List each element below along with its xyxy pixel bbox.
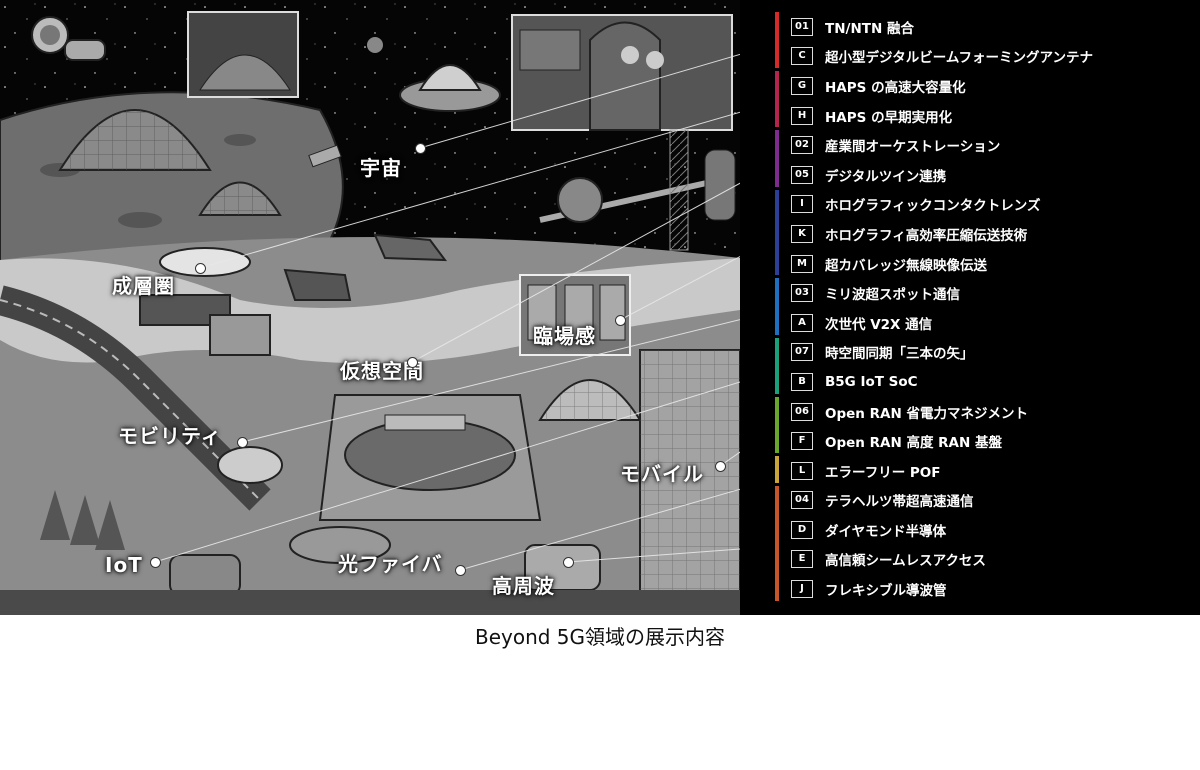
area-marker-stratosphere [195, 263, 206, 274]
area-marker-high-frequency [563, 557, 574, 568]
legend-item-label: ホログラフィックコンタクトレンズ [825, 198, 1041, 215]
area-marker-mobility [237, 437, 248, 448]
area-label-mobile: モバイル [620, 462, 704, 486]
legend-item: F Open RAN 高度 RAN 基盤 [791, 426, 1195, 456]
legend-color-bar [775, 130, 779, 187]
legend-item-label: Open RAN 省電力マネジメント [825, 405, 1028, 422]
legend-item: 04 テラヘルツ帯超高速通信 [791, 486, 1195, 516]
legend-color-bar [775, 337, 779, 394]
legend-item-label: B5G IoT SoC [825, 373, 918, 390]
legend-item-code: E [791, 550, 813, 569]
legend-group: 04 テラヘルツ帯超高速通信 D ダイヤモンド半導体 E 高信頼シームレスアクセス J フレキ… [775, 485, 1195, 604]
area-label-space: 宇宙 [360, 156, 402, 180]
legend-group: L エラーフリー POF [775, 455, 1195, 486]
legend-color-bar [775, 278, 779, 335]
legend-item-code: 03 [791, 284, 813, 303]
legend-item-label: HAPS の高速大容量化 [825, 79, 966, 96]
legend-item-code: A [791, 313, 813, 332]
legend-item: K ホログラフィ高効率圧縮伝送技術 [791, 219, 1195, 249]
legend-item-label: 高信頼シームレスアクセス [825, 553, 986, 570]
legend-item-label: 産業間オーケストレーション [825, 139, 1001, 156]
legend-group: I ホログラフィックコンタクトレンズ K ホログラフィ高効率圧縮伝送技術 M 超カバレッジ… [775, 189, 1195, 279]
area-label-iot: IoT [105, 553, 143, 577]
legend-item: A 次世代 V2X 通信 [791, 308, 1195, 338]
legend-item: C 超小型デジタルビームフォーミングアンテナ [791, 42, 1195, 72]
legend-item-label: ダイヤモンド半導体 [825, 523, 947, 540]
legend-item-label: HAPS の早期実用化 [825, 109, 953, 126]
legend-group: 03 ミリ波超スポット通信 A 次世代 V2X 通信 [775, 278, 1195, 337]
area-marker-immersion [615, 315, 626, 326]
legend-item-label: デジタルツイン連携 [825, 168, 947, 185]
area-label-immersion: 臨場感 [533, 324, 596, 348]
area-label-mobility: モビリティ [118, 424, 222, 448]
technology-legend: 01 TN/NTN 融合 C 超小型デジタルビームフォーミングアンテナ G HAPS の高… [775, 12, 1195, 604]
area-marker-optical-fiber [455, 565, 466, 576]
legend-item-code: G [791, 76, 813, 95]
legend-group: 02 産業間オーケストレーション 05 デジタルツイン連携 [775, 130, 1195, 189]
legend-group: G HAPS の高速大容量化 H HAPS の早期実用化 [775, 71, 1195, 130]
legend-item-label: TN/NTN 融合 [825, 20, 914, 37]
legend-item-code: 02 [791, 136, 813, 155]
legend-item-code: F [791, 432, 813, 451]
legend-item-label: 時空間同期「三本の矢」 [825, 346, 974, 363]
legend-item-code: 05 [791, 165, 813, 184]
legend-color-bar [775, 396, 779, 453]
legend-item: 03 ミリ波超スポット通信 [791, 278, 1195, 308]
legend-item: 07 時空間同期「三本の矢」 [791, 338, 1195, 368]
legend-group: 06 Open RAN 省電力マネジメント F Open RAN 高度 RAN 基盤 [775, 396, 1195, 456]
area-label-stratosphere: 成層圏 [112, 274, 175, 298]
legend-group: 01 TN/NTN 融合 C 超小型デジタルビームフォーミングアンテナ [775, 12, 1195, 71]
area-marker-space [415, 143, 426, 154]
legend-item-code: 04 [791, 491, 813, 510]
city-illustration [0, 0, 740, 615]
legend-item-code: 07 [791, 343, 813, 362]
legend-item-label: 超小型デジタルビームフォーミングアンテナ [825, 50, 1093, 67]
legend-item-label: ミリ波超スポット通信 [825, 287, 960, 304]
figure-caption: Beyond 5G領域の展示内容 [474, 625, 726, 649]
legend-item-label: テラヘルツ帯超高速通信 [825, 494, 974, 511]
legend-item-label: フレキシブル導波管 [825, 583, 947, 600]
legend-item-label: 次世代 V2X 通信 [825, 316, 933, 333]
illustration-panel: 宇宙 成層圏 臨場感 仮想空間 モビリティ モバイル IoT 光ファイバ 高周波… [0, 0, 1200, 615]
legend-group: 07 時空間同期「三本の矢」 B B5G IoT SoC [775, 337, 1195, 397]
area-marker-iot [150, 557, 161, 568]
legend-color-bar [775, 189, 779, 276]
legend-item-code: M [791, 254, 813, 273]
legend-color-bar [775, 12, 779, 69]
legend-item-label: Open RAN 高度 RAN 基盤 [825, 435, 1002, 452]
legend-item: H HAPS の早期実用化 [791, 101, 1195, 131]
legend-item: D ダイヤモンド半導体 [791, 515, 1195, 545]
legend-item-code: D [791, 520, 813, 539]
legend-item: M 超カバレッジ無線映像伝送 [791, 249, 1195, 279]
legend-item-code: 01 [791, 17, 813, 36]
legend-color-bar [775, 485, 779, 601]
legend-item: I ホログラフィックコンタクトレンズ [791, 190, 1195, 220]
legend-item: L エラーフリー POF [791, 456, 1195, 486]
legend-color-bar [775, 455, 779, 483]
area-marker-mobile [715, 461, 726, 472]
legend-item-code: I [791, 195, 813, 214]
legend-item-code: J [791, 580, 813, 599]
area-marker-virtual-space [407, 357, 418, 368]
area-label-high-frequency: 高周波 [492, 574, 555, 598]
legend-item-code: K [791, 224, 813, 243]
legend-item: E 高信頼シームレスアクセス [791, 545, 1195, 575]
legend-item-label: エラーフリー POF [825, 464, 941, 481]
legend-item: 06 Open RAN 省電力マネジメント [791, 397, 1195, 427]
legend-item-code: L [791, 461, 813, 480]
legend-item-label: ホログラフィ高効率圧縮伝送技術 [825, 227, 1028, 244]
legend-item: 05 デジタルツイン連携 [791, 160, 1195, 190]
legend-item: 02 産業間オーケストレーション [791, 130, 1195, 160]
legend-item-code: H [791, 106, 813, 125]
legend-item-code: 06 [791, 402, 813, 421]
area-label-optical-fiber: 光ファイバ [338, 552, 443, 576]
legend-item: J フレキシブル導波管 [791, 574, 1195, 604]
legend-item: B B5G IoT SoC [791, 367, 1195, 397]
legend-item-code: C [791, 47, 813, 66]
legend-item-label: 超カバレッジ無線映像伝送 [825, 257, 987, 274]
legend-item-code: B [791, 372, 813, 391]
legend-color-bar [775, 71, 779, 128]
legend-item: G HAPS の高速大容量化 [791, 71, 1195, 101]
legend-item: 01 TN/NTN 融合 [791, 12, 1195, 42]
